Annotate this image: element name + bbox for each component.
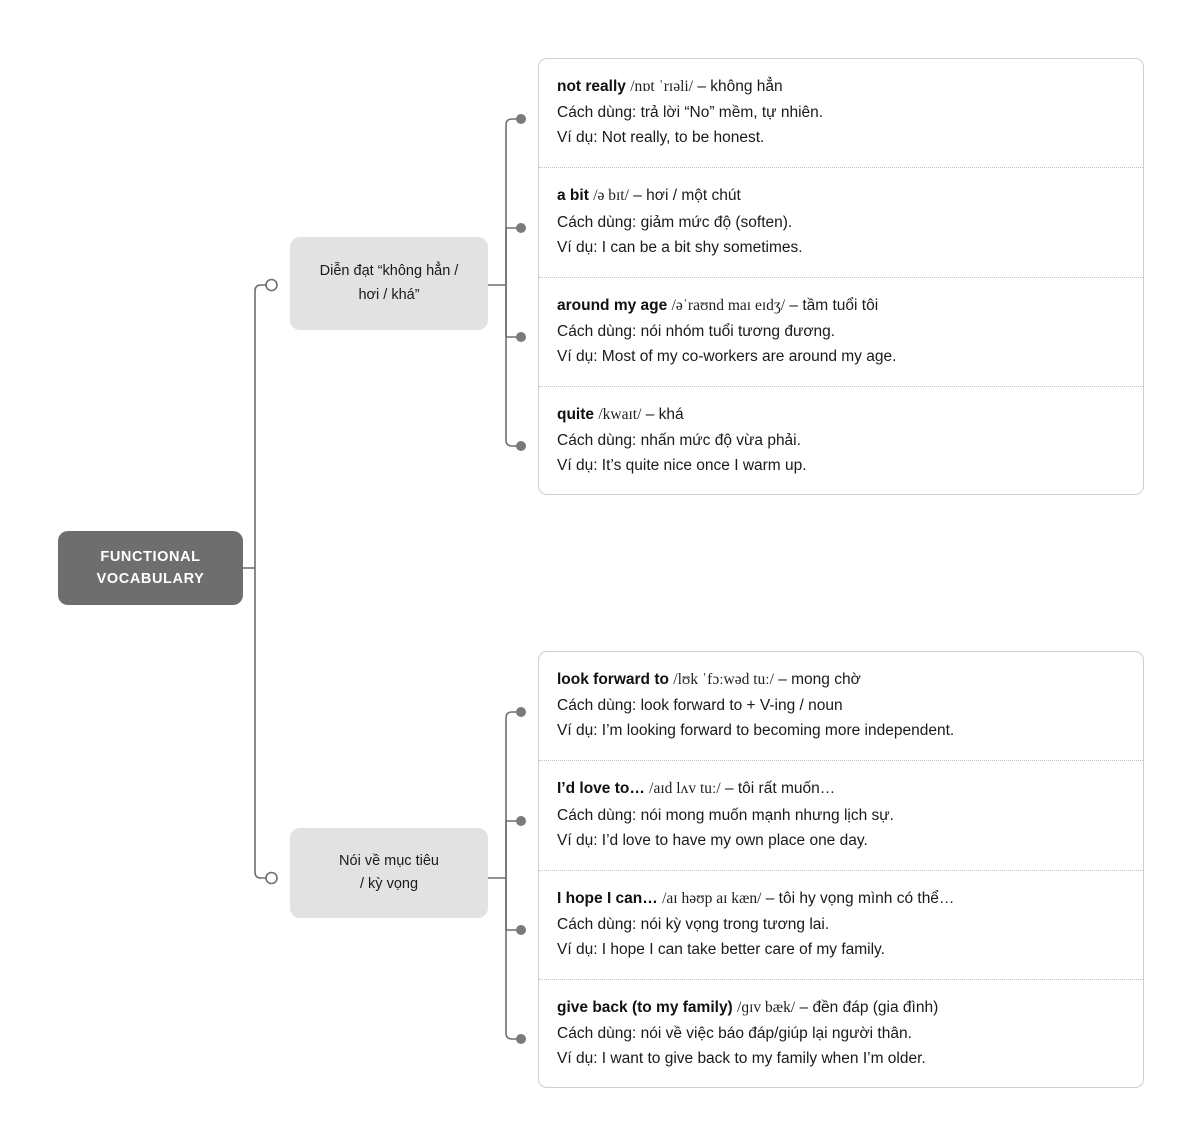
vocab-dash: – (765, 889, 775, 907)
branch-1-entry-2-dot (516, 925, 526, 935)
vocab-entry[interactable]: I hope I can… /aɪ həʊp aɪ kæn/ – tôi hy … (539, 871, 1143, 980)
branch-node-1-label-line-2: / kỳ vọng (359, 876, 419, 892)
vocab-usage: Cách dùng: nói kỳ vọng trong tương lai. (557, 915, 830, 933)
branch-1-entry-0-connector (505, 711, 518, 878)
vocab-ipa: /lʊk ˈfɔːwəd tuː/ (673, 671, 774, 688)
vocab-dash: – (724, 780, 734, 798)
vocab-gloss: không hẳn (710, 78, 783, 95)
vocab-example: Ví dụ: Not really, to be honest. (557, 129, 765, 147)
vocab-term: quite (557, 405, 595, 423)
vocab-usage: Cách dùng: nói về việc báo đáp/giúp lại … (557, 1025, 912, 1042)
vocab-term: a bit (557, 187, 589, 205)
vocab-example: Ví dụ: Most of my co-workers are around … (557, 347, 897, 365)
vocab-example: Ví dụ: I’m looking forward to becoming m… (557, 722, 955, 740)
vocab-gloss: hơi / một chút (646, 187, 741, 205)
root-to-branch-1-connector (254, 568, 266, 879)
card-group-dien-dat: not really /nɒt ˈrɪəli/ – không hẳn Cách… (538, 58, 1144, 495)
branch-1-entry-2-connector (505, 878, 518, 931)
branch-1-entry-1-connector (505, 820, 518, 878)
vocab-entry[interactable]: look forward to /lʊk ˈfɔːwəd tuː/ – mong… (539, 652, 1143, 762)
vocab-entry-heading: a bit /ə bɪt/ – hơi / một chút (557, 184, 1125, 207)
vocab-dash: – (799, 998, 809, 1016)
vocab-gloss: khá (658, 405, 684, 423)
vocab-ipa: /nɒt ˈrɪəli/ (630, 78, 694, 95)
branch-node-1-label-line-1: Nói về mục tiêu (339, 852, 439, 869)
vocab-ipa: /kwaɪt/ (598, 405, 642, 423)
vocab-example: Ví dụ: I can be a bit shy sometimes. (557, 238, 803, 256)
vocab-term: I’d love to… (557, 780, 645, 798)
vocab-entry-heading: I hope I can… /aɪ həʊp aɪ kæn/ – tôi hy … (557, 887, 1125, 910)
branch-0-entry-1-dot (516, 223, 526, 233)
vocab-usage: Cách dùng: nói nhóm tuổi tương đương. (557, 322, 836, 340)
vocab-dash: – (789, 296, 799, 314)
vocab-entry[interactable]: quite /kwaɪt/ – khá Cách dùng: nhấn mức … (539, 387, 1143, 494)
vocab-gloss: tôi rất muốn… (737, 780, 836, 798)
vocab-ipa: /əˈraʊnd maɪ eɪdʒ/ (671, 296, 786, 314)
branch-0-entry-2-connector (505, 285, 518, 338)
vocab-entry-heading: look forward to /lʊk ˈfɔːwəd tuː/ – mong… (557, 668, 1125, 691)
branch-node-noi-ve-muc-tieu[interactable]: Nói về mục tiêu / kỳ vọng (290, 828, 488, 918)
vocab-entry-heading: I’d love to… /aɪd lʌv tuː/ – tôi rất muố… (557, 777, 1125, 800)
vocab-example: Ví dụ: I hope I can take better care of … (557, 940, 885, 958)
branch-0-entry-3-dot (516, 441, 526, 451)
vocab-example: Ví dụ: I’d love to have my own place one… (557, 831, 868, 849)
vocab-gloss: tầm tuổi tôi (802, 296, 879, 314)
vocab-dash: – (633, 187, 642, 205)
vocab-entry-heading: quite /kwaɪt/ – khá (557, 403, 1125, 426)
vocab-ipa: /aɪd lʌv tuː/ (649, 780, 721, 798)
vocab-example: Ví dụ: I want to give back to my family … (557, 1050, 926, 1068)
branch-1-entry-1-dot (516, 816, 526, 826)
branch-node-0-label-line-1: Diễn đạt “không hẳn / (319, 263, 459, 280)
branch-0-entry-1-connector (505, 227, 518, 285)
vocab-ipa: /aɪ həʊp aɪ kæn/ (662, 889, 762, 907)
branch-1-entry-3-dot (516, 1034, 526, 1044)
vocab-entry[interactable]: around my age /əˈraʊnd maɪ eɪdʒ/ – tầm t… (539, 278, 1143, 387)
vocab-entry-heading: around my age /əˈraʊnd maɪ eɪdʒ/ – tầm t… (557, 294, 1125, 317)
vocab-term: I hope I can… (557, 889, 658, 907)
vocab-usage: Cách dùng: nói mong muốn mạnh nhưng lịch… (557, 806, 894, 824)
vocab-ipa: /ə bɪt/ (593, 187, 629, 205)
vocab-dash: – (778, 671, 787, 688)
vocab-gloss: mong chờ (791, 671, 861, 688)
branch-node-0-label-line-2: hơi / khá” (358, 286, 420, 303)
vocab-entry-heading: give back (to my family) /ɡɪv bæk/ – đền… (557, 996, 1125, 1019)
branch-node-dien-dat[interactable]: Diễn đạt “không hẳn / hơi / khá” (290, 237, 488, 330)
vocab-entry[interactable]: a bit /ə bɪt/ – hơi / một chút Cách dùng… (539, 168, 1143, 278)
vocab-usage: Cách dùng: nhấn mức độ vừa phải. (557, 432, 801, 449)
branch-0-entry-0-connector (505, 118, 518, 285)
vocab-usage: Cách dùng: look forward to + V-ing / nou… (557, 697, 843, 715)
vocab-term: around my age (557, 296, 668, 314)
branch-0-hub-circle (265, 278, 278, 292)
branch-1-entry-3-connector (505, 878, 518, 1040)
root-node-label-line-1: FUNCTIONAL (100, 548, 201, 565)
branch-1-hub-circle (265, 871, 278, 885)
root-node[interactable]: FUNCTIONAL VOCABULARY (58, 531, 243, 605)
branch-0-entry-3-connector (505, 285, 518, 447)
card-group-noi-ve-muc-tieu: look forward to /lʊk ˈfɔːwəd tuː/ – mong… (538, 651, 1144, 1088)
branch-1-entry-0-dot (516, 707, 526, 717)
vocab-term: look forward to (557, 671, 669, 688)
root-node-label-line-2: VOCABULARY (96, 571, 205, 587)
vocab-entry[interactable]: not really /nɒt ˈrɪəli/ – không hẳn Cách… (539, 59, 1143, 169)
vocab-term: give back (to my family) (557, 998, 733, 1016)
vocab-entry[interactable]: give back (to my family) /ɡɪv bæk/ – đền… (539, 980, 1143, 1087)
vocab-term: not really (557, 78, 626, 95)
vocab-dash: – (645, 405, 655, 423)
vocab-usage: Cách dùng: giảm mức độ (soften). (557, 213, 793, 231)
vocab-usage: Cách dùng: trả lời “No” mềm, tự nhiên. (557, 104, 824, 122)
branch-0-entry-0-dot (516, 114, 526, 124)
vocab-example: Ví dụ: It’s quite nice once I warm up. (557, 457, 807, 475)
vocab-gloss: tôi hy vọng mình có thể… (778, 889, 955, 907)
root-to-branch-0-connector (254, 284, 266, 568)
vocab-dash: – (697, 78, 706, 95)
vocab-gloss: đền đáp (gia đình) (812, 998, 939, 1016)
vocab-ipa: /ɡɪv bæk/ (737, 998, 796, 1016)
branch-0-entry-2-dot (516, 332, 526, 342)
vocab-entry-heading: not really /nɒt ˈrɪəli/ – không hẳn (557, 75, 1125, 98)
vocab-entry[interactable]: I’d love to… /aɪd lʌv tuː/ – tôi rất muố… (539, 761, 1143, 871)
